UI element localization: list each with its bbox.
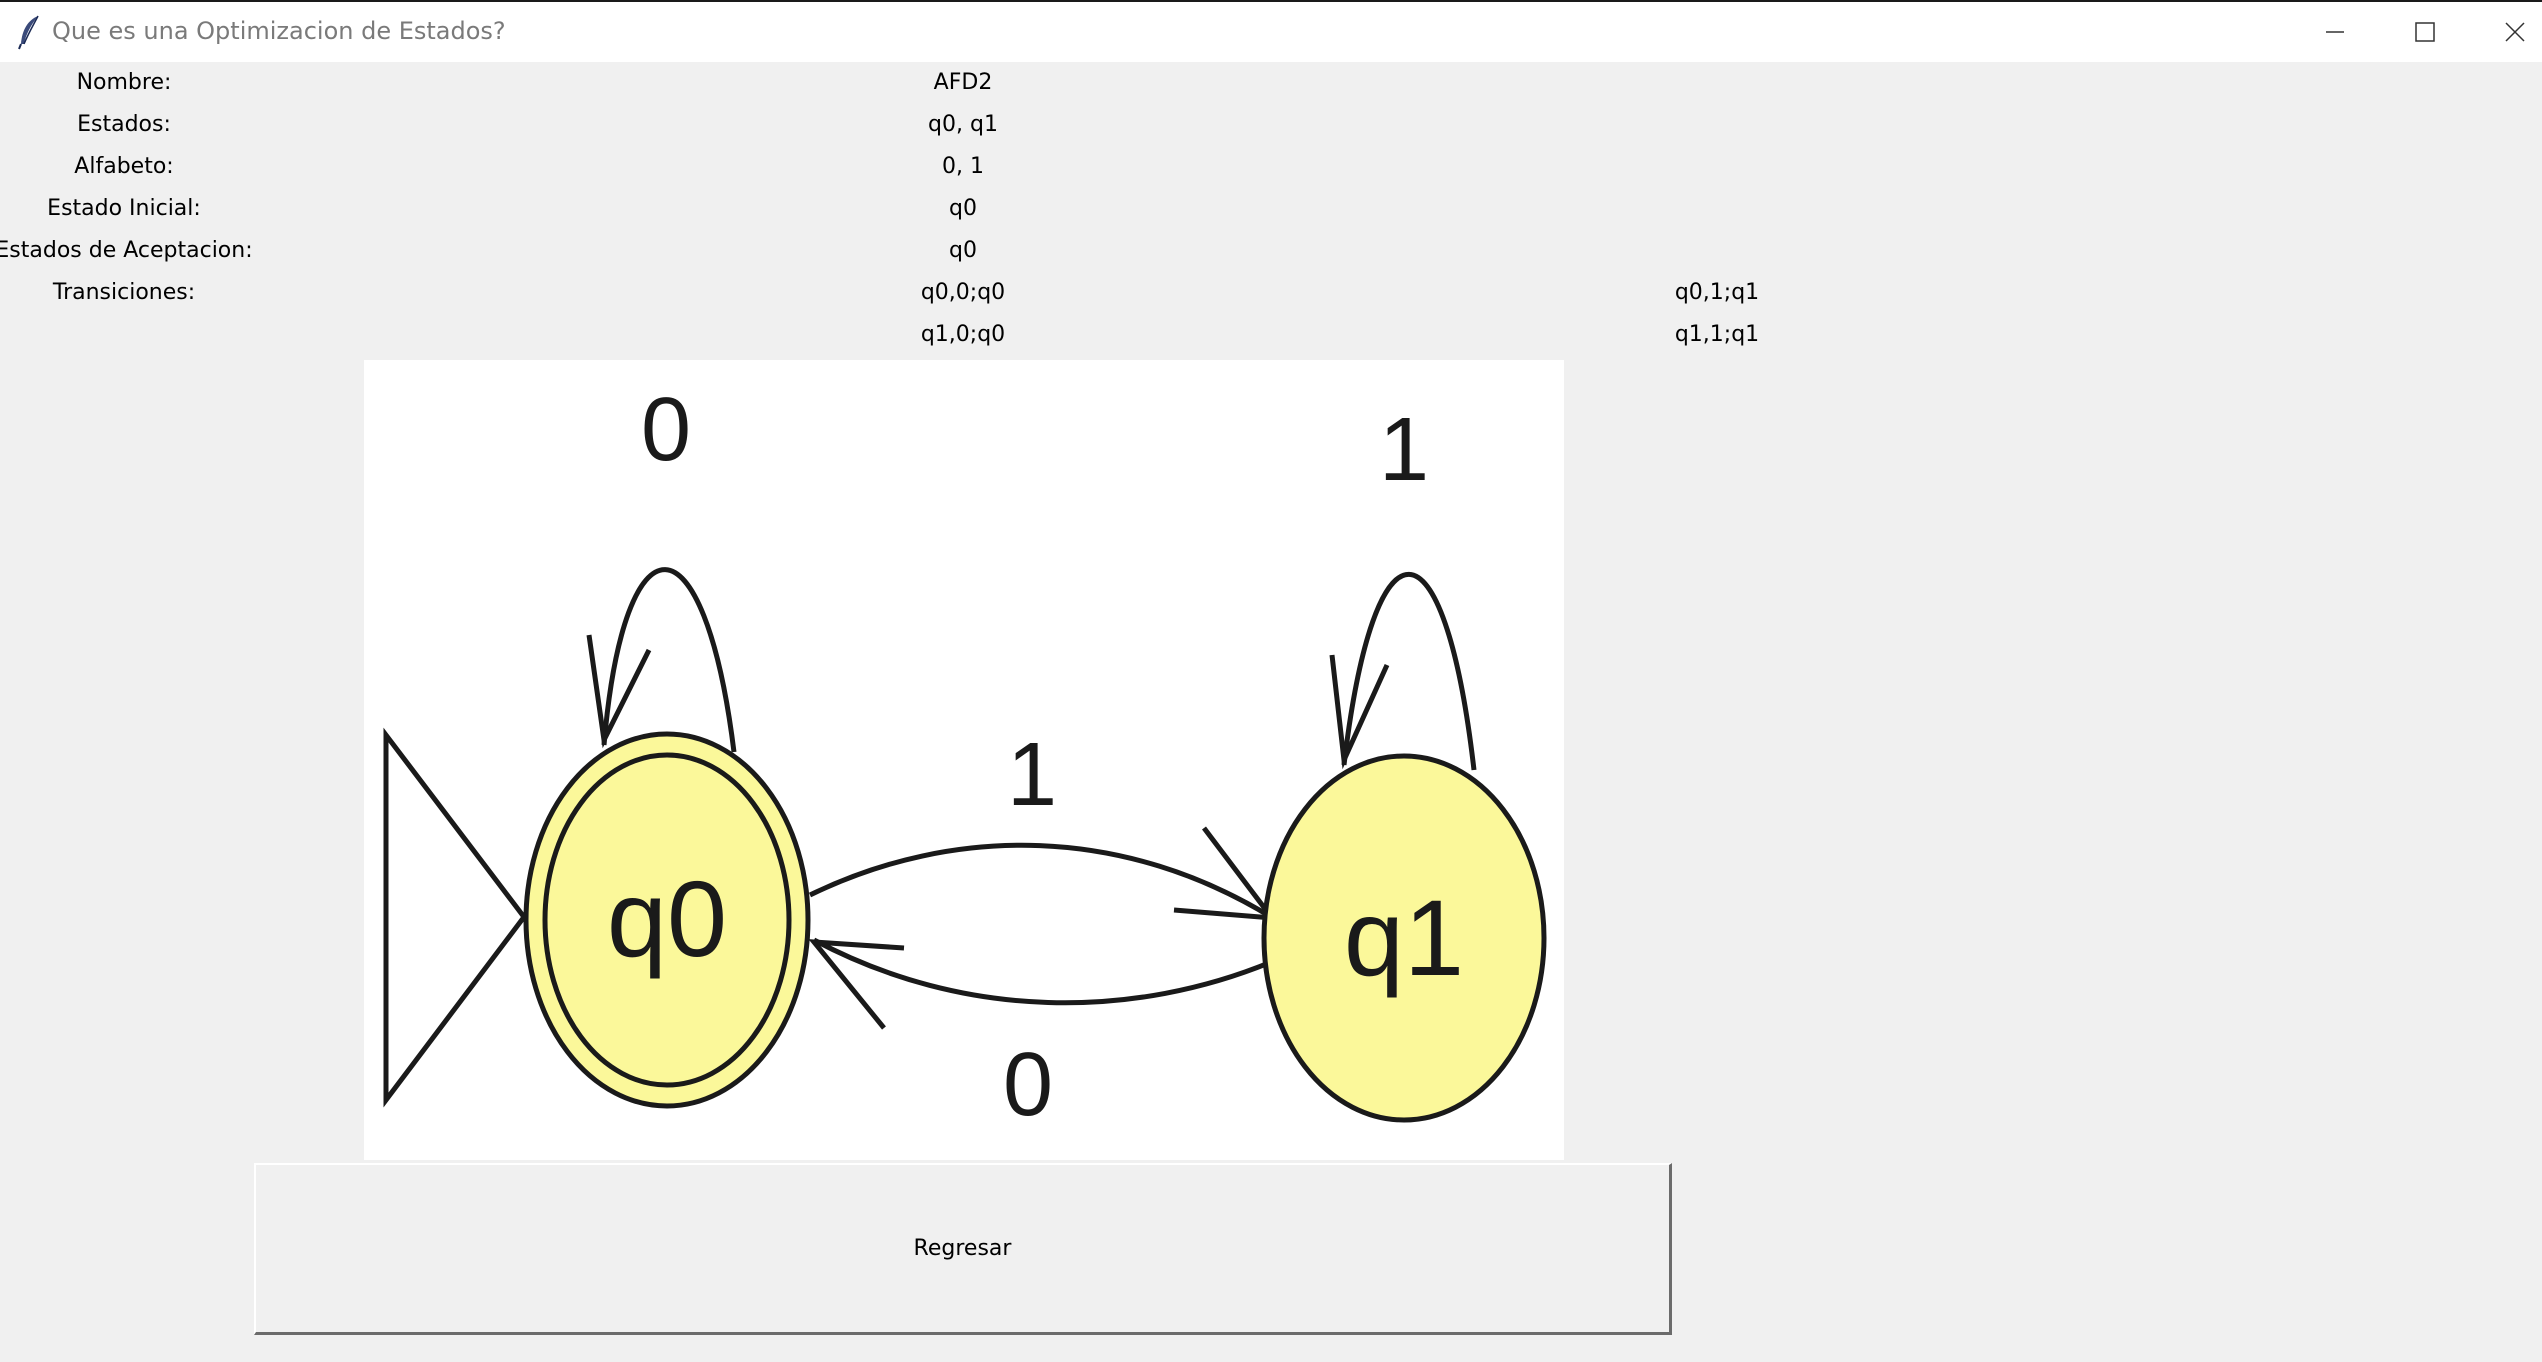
- alphabet-label: Alfabeto:: [74, 154, 174, 179]
- alphabet-value: 0, 1: [942, 154, 984, 179]
- accepting-states-value: q0: [949, 238, 977, 263]
- window-top-border: [0, 0, 2542, 2]
- self-loop-q1: [1341, 572, 1477, 771]
- edge-label: 1: [1379, 400, 1429, 500]
- edge-label: 1: [1007, 725, 1057, 825]
- states-value: q0, q1: [928, 112, 998, 137]
- edge-q1-q0: [812, 937, 1277, 1006]
- window-title: Que es una Optimizacion de Estados?: [52, 17, 506, 45]
- accepting-states-label: Estados de Aceptacion:: [0, 238, 253, 263]
- transition-cell: q1,1;q1: [1674, 322, 1760, 347]
- minimize-button[interactable]: [2290, 2, 2380, 62]
- self-loop-q0: [601, 567, 737, 753]
- automaton-diagram-svg: 0 1 1 0 q0 q1: [383, 380, 1547, 1135]
- title-bar[interactable]: Que es una Optimizacion de Estados?: [0, 2, 2542, 62]
- back-button[interactable]: Regresar: [254, 1163, 1672, 1335]
- self-loop-q1-arrowhead: [1329, 654, 1390, 770]
- edge-q0-q1-arrowhead: [1173, 826, 1278, 921]
- transition-cell: q1,0;q0: [920, 322, 1006, 347]
- state-q0: q0: [523, 731, 811, 1109]
- edge-label: 0: [1003, 1035, 1053, 1135]
- transition-cell: q0,0;q0: [920, 280, 1006, 305]
- transitions-label: Transiciones:: [52, 280, 196, 305]
- transition-cell: q0,1;q1: [1674, 280, 1760, 305]
- feather-icon: [16, 14, 42, 50]
- name-label: Nombre:: [76, 70, 172, 95]
- states-label: Estados:: [77, 112, 171, 137]
- initial-state-label: Estado Inicial:: [47, 196, 201, 221]
- close-icon: [2505, 22, 2525, 42]
- maximize-button[interactable]: [2380, 2, 2470, 62]
- edge-q0-q1: [808, 842, 1278, 923]
- initial-state-marker: [383, 727, 528, 1108]
- name-value: AFD2: [933, 70, 993, 95]
- close-button[interactable]: [2470, 2, 2542, 62]
- edge-q1-q0-arrowhead: [808, 939, 905, 1030]
- edge-label: 0: [641, 380, 691, 480]
- self-loop-q0-arrowhead: [586, 634, 652, 749]
- state-q1: q1: [1261, 753, 1547, 1123]
- initial-state-value: q0: [949, 196, 977, 221]
- automaton-diagram: 0 1 1 0 q0 q1: [364, 360, 1564, 1160]
- minimize-icon: [2326, 31, 2344, 33]
- state-label: q1: [1344, 877, 1464, 998]
- maximize-icon: [2415, 22, 2435, 42]
- state-label: q0: [607, 858, 727, 979]
